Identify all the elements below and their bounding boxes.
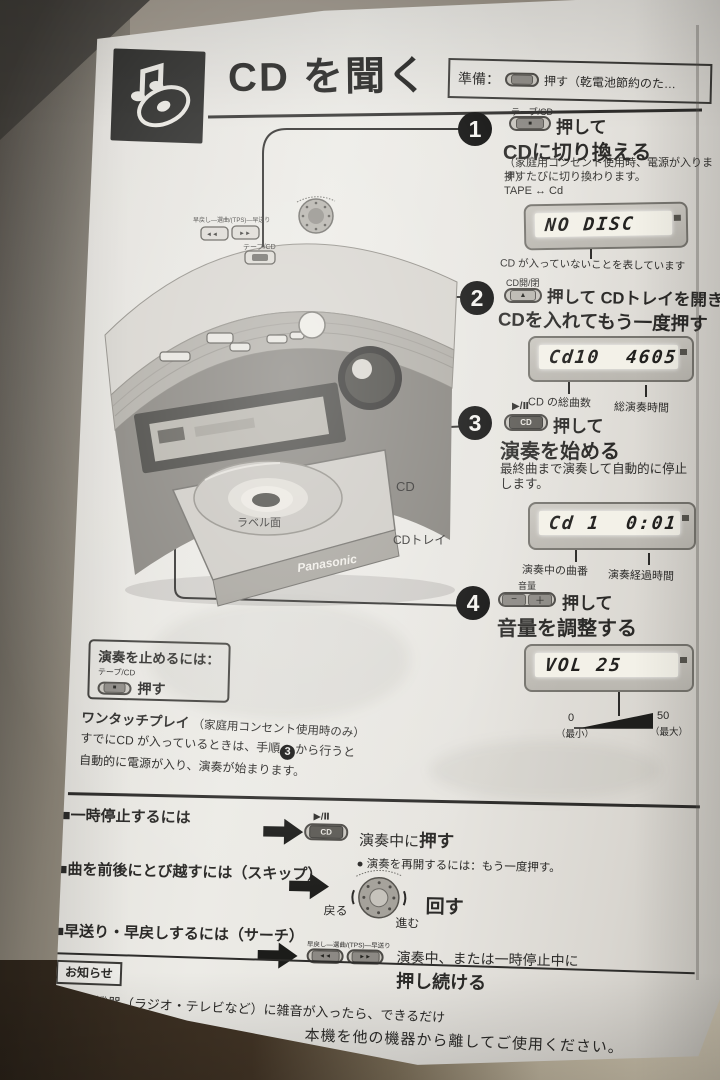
device-top-buttons bbox=[159, 331, 305, 362]
step2-button-label: CD開/閉 bbox=[506, 278, 540, 288]
tray-callout-label: CDトレイ bbox=[393, 533, 446, 547]
step3-number: 3 bbox=[458, 406, 492, 440]
lcd-playing-text: Cd 1 0:01 bbox=[547, 512, 679, 534]
lcd3-pointer-line-1 bbox=[575, 550, 577, 562]
device-tape-cd-label: テープ/CD bbox=[243, 243, 276, 251]
arrow-right-icon bbox=[257, 942, 298, 969]
howto-pause-button-label: ▶/Ⅱ bbox=[313, 811, 330, 823]
device-tape-cd-button: テープ/CD bbox=[243, 243, 276, 265]
prep-label: 準備： bbox=[457, 70, 501, 88]
lcd-cd-total-text: Cd10 4605 bbox=[547, 346, 679, 368]
svg-text:◄◄: ◄◄ bbox=[206, 232, 218, 238]
lcd1-pointer-line bbox=[590, 249, 592, 259]
tape-cd-button-icon: ■ bbox=[509, 116, 551, 131]
cd-open-close-button bbox=[298, 311, 326, 339]
prep-box: 準備： 押す（乾電池節約のた… bbox=[447, 58, 713, 104]
jog-dial bbox=[296, 196, 336, 234]
lcd-cd-total: Cd10 4605 bbox=[528, 336, 694, 382]
cd-play-pause-button-icon: CD bbox=[504, 414, 548, 431]
lcd-volume-text: VOL 25 bbox=[543, 654, 624, 676]
lcd-no-disc-text: NO DISC bbox=[544, 212, 636, 236]
step3-heading: 演奏を始める bbox=[500, 441, 620, 463]
step1-button-label: テープ/CD bbox=[511, 107, 553, 117]
step1-note1: （家庭用コンセント使用時、電源が入ります） bbox=[504, 157, 713, 183]
cd-play-pause-button-icon: CD bbox=[304, 823, 349, 842]
volume-scale-ramp bbox=[574, 713, 653, 729]
lcd-corner-mark bbox=[682, 515, 689, 521]
step3-caption1: 演奏中の曲番 bbox=[521, 564, 589, 578]
tape-cd-button-icon: ■ bbox=[97, 680, 132, 695]
one-touch-title: ワンタッチプレイ bbox=[81, 709, 190, 731]
step2-caption1: CD の総曲数 bbox=[527, 396, 592, 410]
step2-number: 2 bbox=[460, 281, 494, 315]
step4-heading: 音量を調整する bbox=[497, 618, 637, 640]
jog-dial-icon bbox=[351, 869, 407, 919]
howto-skip-result: 回す bbox=[425, 896, 464, 919]
cd-disc bbox=[193, 460, 343, 536]
circled-step3-icon: 3 bbox=[279, 743, 296, 760]
howto-pause-result: 演奏中に押す bbox=[358, 830, 455, 852]
arrow-right-icon bbox=[289, 873, 330, 900]
howto-search-result-bold: 押し続ける bbox=[395, 971, 487, 993]
step3-note: 最終曲まで演奏して自動的に停止 します。 bbox=[500, 462, 687, 492]
volume-scale-min-label: （最小） bbox=[556, 729, 595, 740]
volume-pointer-line bbox=[618, 692, 620, 716]
step1-note2: 押すたびに切り換わります。 bbox=[504, 171, 646, 183]
volume-buttons-icon: − ＋ bbox=[498, 592, 556, 607]
device-diagram: ◄◄ ►► 早戻し―選曲/(TPS)―早送り テープ/CD bbox=[104, 128, 474, 607]
page-title: CD を聞く bbox=[227, 53, 430, 101]
notice-badge: お知らせ bbox=[56, 959, 123, 987]
lcd-no-disc: NO DISC bbox=[523, 201, 689, 251]
paper-bleed bbox=[430, 740, 660, 800]
step4-number: 4 bbox=[456, 586, 490, 620]
step2-heading: CDを入れてもう一度押す bbox=[497, 308, 708, 335]
prep-text: 押す（乾電池節約のた… bbox=[543, 73, 677, 91]
step4-button-label: 音量 bbox=[518, 581, 537, 591]
header-rule bbox=[208, 108, 702, 119]
page-edge bbox=[696, 25, 699, 980]
step1-number: 1 bbox=[458, 112, 492, 146]
step3-note1: 最終曲まで演奏して自動的に停止 bbox=[500, 462, 688, 476]
dial-forward-label: 進む bbox=[395, 916, 420, 931]
lcd3-pointer-line-2 bbox=[648, 553, 650, 565]
step1-heading: CDに切り換える bbox=[503, 142, 652, 164]
paper-bleed bbox=[150, 600, 410, 720]
cd-open-close-button-icon: ▲ bbox=[504, 288, 542, 303]
disc-label-side: ラベル面 bbox=[237, 517, 281, 529]
device-search-label: 早戻し―選曲/(TPS)―早送り bbox=[193, 216, 270, 224]
step3-action: 押して bbox=[553, 417, 604, 436]
lcd-corner-mark bbox=[680, 349, 687, 355]
step3-button-label: ▶/Ⅱ bbox=[512, 401, 530, 412]
howto-skip-label: ■曲を前後にとび越すには（スキップ） bbox=[58, 860, 323, 884]
volume-scale-max: 50 bbox=[657, 710, 670, 722]
step1-caption: CD が入っていないことを表しています bbox=[499, 257, 686, 273]
arrow-right-icon bbox=[263, 818, 304, 845]
svg-text:►►: ►► bbox=[239, 231, 251, 237]
lcd2-pointer-line-1 bbox=[568, 382, 570, 394]
step1-note3: TAPE ↔ Cd bbox=[504, 185, 564, 197]
lcd2-pointer-line-2 bbox=[645, 385, 647, 397]
cd-callout-label: CD bbox=[396, 479, 415, 494]
volume-scale-min: 0 bbox=[568, 712, 575, 724]
device-display-window bbox=[133, 382, 346, 474]
step4-action: 押して bbox=[562, 594, 613, 613]
howto-pause-label: ■一時停止するには bbox=[61, 807, 191, 827]
step3-note2: します。 bbox=[500, 477, 549, 491]
dial-back-label: 戻る bbox=[323, 903, 348, 919]
step1-action: 押して bbox=[556, 118, 607, 137]
power-button-icon bbox=[504, 72, 540, 88]
lcd-corner-mark bbox=[680, 657, 687, 663]
lcd-corner-mark bbox=[673, 214, 681, 221]
lcd-volume: VOL 25 bbox=[524, 644, 694, 692]
lcd-playing: Cd 1 0:01 bbox=[528, 502, 696, 550]
step2-caption2: 総演奏時間 bbox=[613, 401, 670, 415]
howto-section: ■一時停止するには ▶/Ⅱ CD 演奏中に押す ● 演奏を再開するには：もう一度… bbox=[56, 792, 708, 1018]
cd-music-note-icon bbox=[130, 62, 191, 128]
volume-scale-max-label: （最大） bbox=[650, 727, 689, 738]
step3-caption2: 演奏経過時間 bbox=[607, 569, 675, 583]
section-icon-box bbox=[110, 48, 206, 144]
device-search-buttons: ◄◄ ►► 早戻し―選曲/(TPS)―早送り bbox=[193, 216, 270, 241]
cd-tray-front bbox=[212, 529, 400, 607]
